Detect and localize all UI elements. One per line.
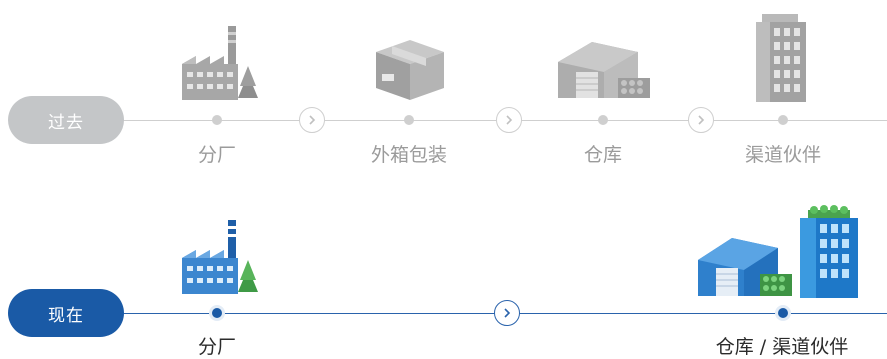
chevron-right-icon bbox=[494, 300, 520, 326]
warehouse-icon bbox=[558, 42, 650, 98]
past-step-label: 渠道伙伴 bbox=[744, 144, 822, 166]
factory-icon bbox=[182, 220, 258, 294]
warehouse-and-building-icon bbox=[698, 205, 858, 298]
present-step-dot bbox=[778, 308, 788, 318]
building-icon bbox=[756, 14, 806, 102]
present-pill: 现在 bbox=[8, 289, 124, 337]
past-pill: 过去 bbox=[8, 96, 124, 144]
factory-icon bbox=[182, 26, 258, 100]
present-step-dot bbox=[212, 308, 222, 318]
chevron-right-icon bbox=[299, 107, 325, 133]
past-step-dot bbox=[598, 115, 608, 125]
past-step-dot bbox=[212, 115, 222, 125]
past-step-label: 分厂 bbox=[197, 144, 237, 166]
box-icon bbox=[376, 40, 444, 100]
past-step-dot bbox=[404, 115, 414, 125]
past-step-label: 仓库 bbox=[583, 144, 623, 166]
past-step-label: 外箱包装 bbox=[370, 144, 448, 166]
chevron-right-icon bbox=[496, 107, 522, 133]
chevron-right-icon bbox=[688, 107, 714, 133]
present-step-label: 仓库 / 渠道伙伴 bbox=[715, 336, 849, 358]
past-step-dot bbox=[778, 115, 788, 125]
present-step-label: 分厂 bbox=[197, 336, 237, 358]
